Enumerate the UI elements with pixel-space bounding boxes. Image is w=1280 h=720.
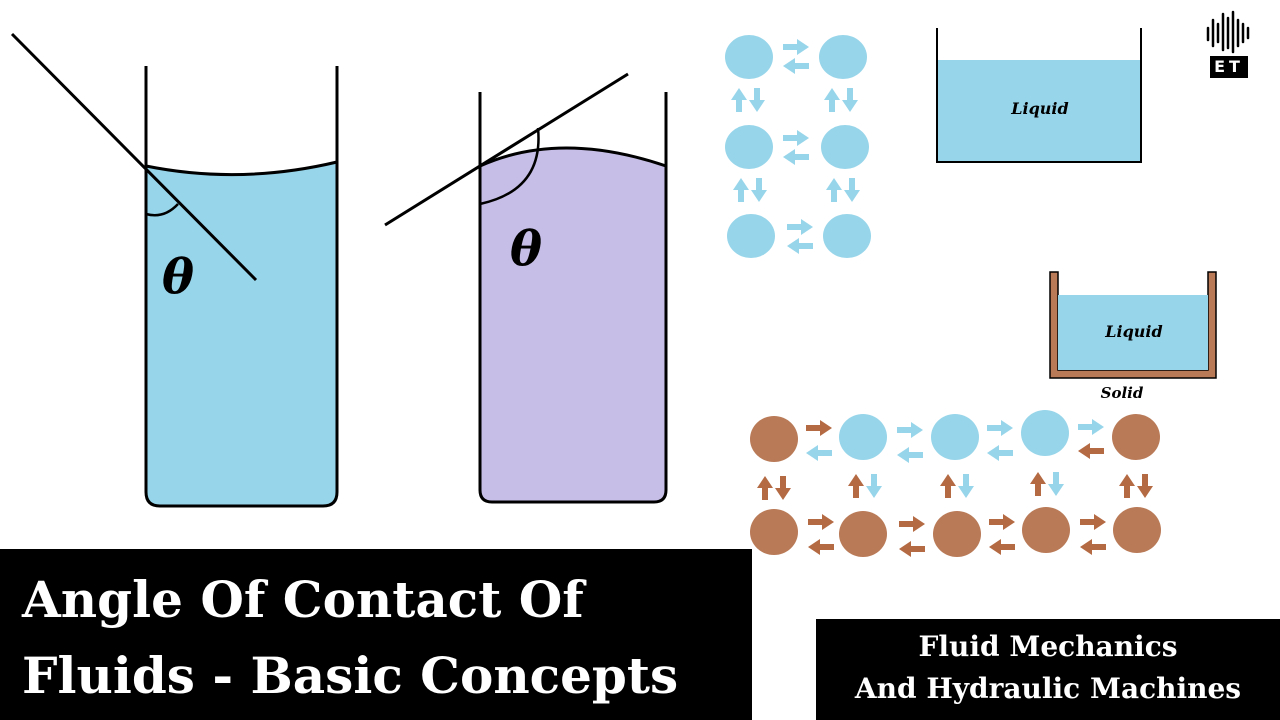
cohesion-molecule-grid — [725, 35, 871, 258]
angle-arc-middle — [479, 127, 540, 206]
solid-molecule — [1112, 414, 1160, 460]
sound-wave-icon — [1206, 10, 1250, 54]
solid-molecule — [750, 416, 798, 462]
molecule — [727, 214, 775, 258]
theta-label-middle: θ — [510, 221, 542, 277]
molecule — [839, 414, 887, 460]
beaker-walls — [936, 28, 1142, 163]
liquid-label-bottom: Liquid — [1104, 322, 1162, 341]
beaker-liquid-fill — [937, 60, 1141, 162]
solid-molecule — [1022, 507, 1070, 553]
solid-container — [1049, 271, 1217, 379]
molecule — [725, 125, 773, 169]
molecule — [931, 414, 979, 460]
molecule — [725, 35, 773, 79]
theta-label-left: θ — [162, 249, 194, 305]
tube-convex-liquid — [480, 148, 666, 502]
tube-concave-walls — [144, 66, 339, 508]
series-banner — [816, 619, 1280, 720]
molecule — [819, 35, 867, 79]
solid-molecule — [933, 511, 981, 557]
molecule — [823, 214, 871, 258]
tangent-line-left — [10, 32, 258, 282]
tube-concave-liquid — [146, 162, 337, 506]
solid-label: Solid — [1101, 384, 1144, 402]
adhesion-arrows — [757, 419, 1153, 557]
solid-molecule — [750, 509, 798, 555]
beaker-liquid — [936, 28, 1142, 163]
tangent-line-middle — [384, 72, 629, 227]
tube-concave-meniscus — [145, 160, 338, 177]
series-line-2: And Hydraulic Machines — [854, 672, 1242, 705]
channel-logo-text: ET — [1210, 56, 1248, 78]
solid-container-liquid — [1058, 295, 1208, 370]
title-banner — [0, 549, 752, 720]
tube-concave — [10, 32, 339, 508]
solid-molecule — [1113, 507, 1161, 553]
tube-convex-walls — [478, 92, 668, 504]
molecule — [821, 125, 869, 169]
tube-convex — [384, 72, 668, 504]
liquid-label-top: Liquid — [1010, 99, 1068, 118]
title-line-1: Angle Of Contact Of — [22, 570, 584, 629]
title-line-2: Fluids - Basic Concepts — [22, 646, 679, 705]
tube-convex-meniscus — [479, 146, 667, 168]
molecule — [1021, 410, 1069, 456]
adhesion-molecule-grid — [750, 410, 1161, 557]
series-line-1: Fluid Mechanics — [918, 630, 1178, 663]
angle-arc-left — [145, 203, 179, 217]
attraction-arrows — [731, 39, 860, 254]
solid-molecule — [839, 511, 887, 557]
